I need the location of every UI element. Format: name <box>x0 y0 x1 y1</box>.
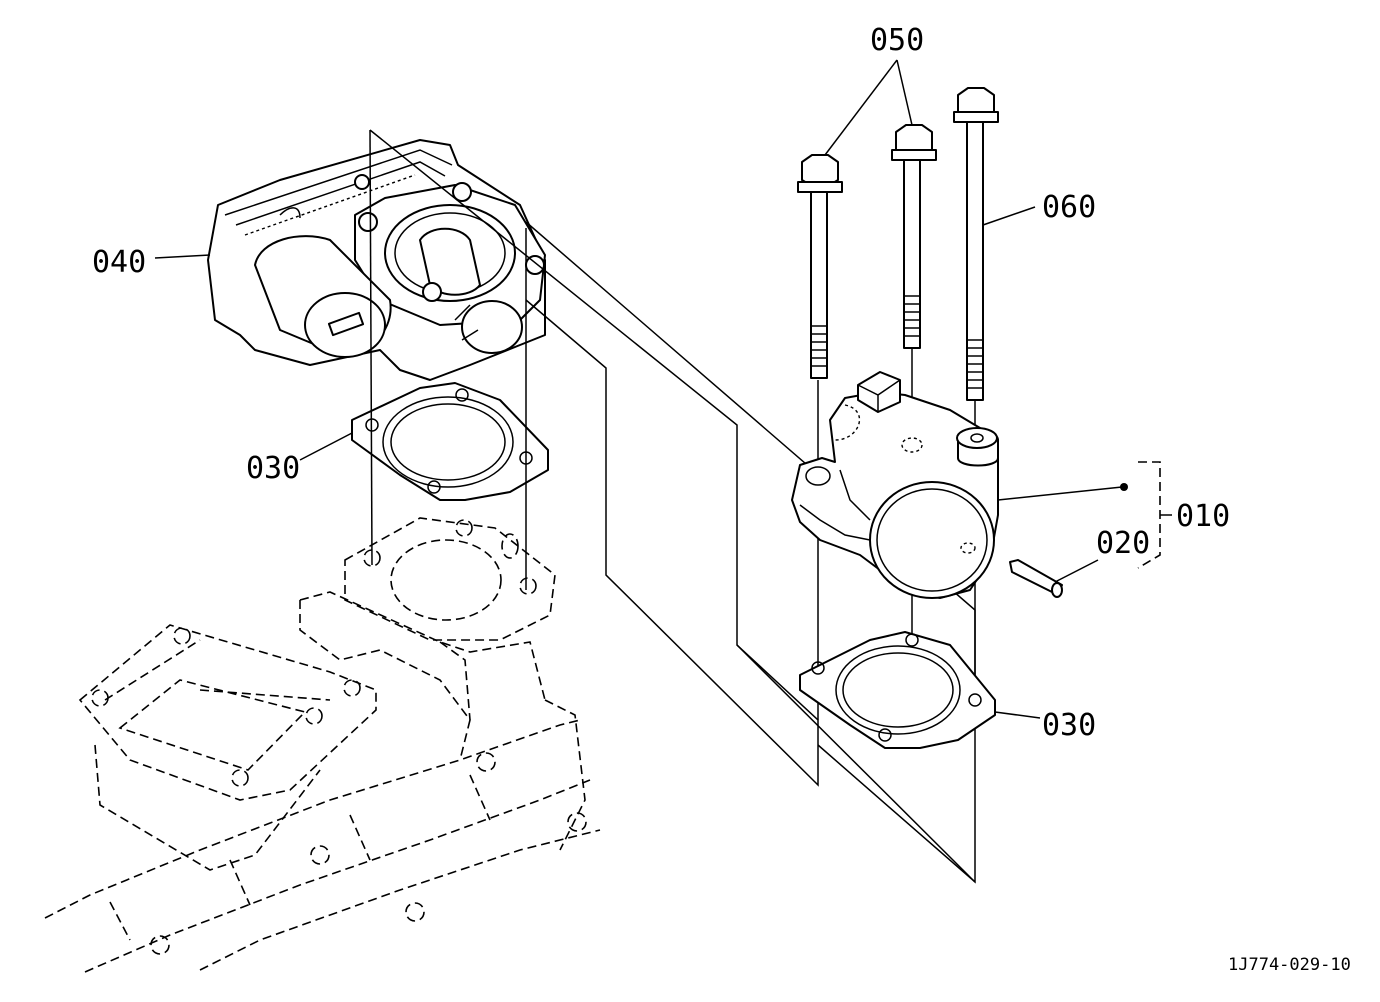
callout-020: 020 <box>1096 526 1150 561</box>
gasket-030-upper <box>351 382 549 501</box>
callout-030-lower: 030 <box>1042 708 1096 743</box>
bolt-050-left <box>797 154 843 379</box>
pin-020 <box>1009 559 1063 598</box>
callout-010: 010 <box>1176 499 1230 534</box>
bolt-050-right <box>891 124 937 349</box>
callout-030-upper: 030 <box>246 451 300 486</box>
callout-leaders <box>154 59 1172 719</box>
figure-id: 1J774-029-10 <box>1228 955 1351 975</box>
callout-050: 050 <box>870 23 924 58</box>
callout-040: 040 <box>92 245 146 280</box>
callout-060: 060 <box>1042 190 1096 225</box>
engine-block-outline <box>44 517 601 973</box>
bolt-060 <box>953 87 999 401</box>
alignment-lines <box>369 129 976 884</box>
throttle-body-040 <box>207 139 546 381</box>
thermostat-housing-010 <box>791 371 999 599</box>
gasket-030-lower <box>799 631 996 749</box>
